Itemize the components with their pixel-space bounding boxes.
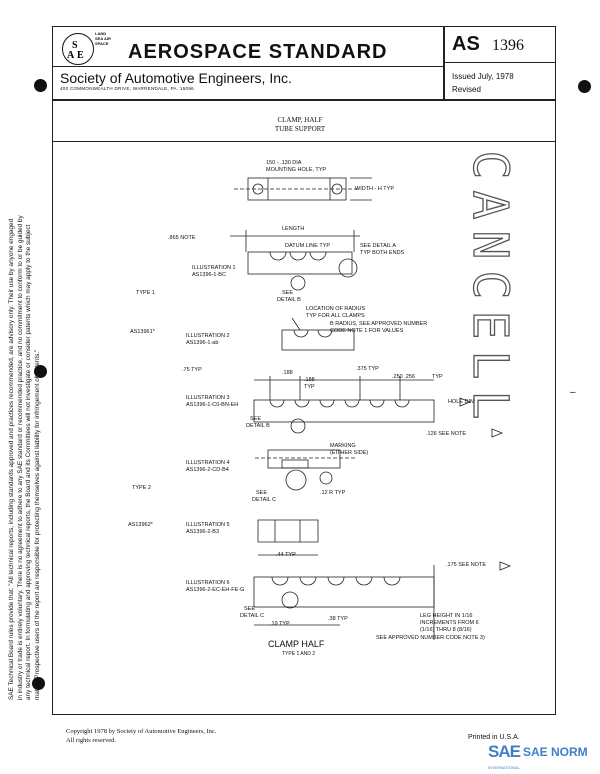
revised-label: Revised <box>452 85 481 94</box>
dim-label: .12 R TYP <box>320 490 346 496</box>
dim-label: SEE APPROVED NUMBER CODE NOTE 3) <box>376 635 485 641</box>
dim-label: DATUM LINE TYP <box>285 243 331 249</box>
dim-label: DETAIL B <box>277 297 301 303</box>
subtitle-line-2: TUBE SUPPORT <box>274 125 326 133</box>
dim-label: .865 NOTE <box>168 235 196 241</box>
dim-label: LENGTH <box>282 226 305 232</box>
subtitle-divider <box>52 141 556 142</box>
type-label: TYPE 1 <box>136 290 155 296</box>
dim-label: .38 TYP <box>328 616 348 622</box>
dim-label: 150 - .130 DIA <box>266 160 302 166</box>
copyright-line-2: All rights reserved. <box>66 737 117 744</box>
header-divider <box>52 99 556 101</box>
illustration-label: ILLUSTRATION 1 <box>192 265 236 271</box>
dim-label: (1/16) THRU 8 (8/16) <box>420 627 472 633</box>
printed-in: Printed in U.S.A. <box>468 734 520 741</box>
dim-label: SEE <box>282 290 294 296</box>
svg-text:A: A <box>67 50 75 61</box>
dim-label: SEE <box>256 490 268 496</box>
dim-label: MARKING <box>330 443 356 449</box>
dim-label: MOUNTING HOLE, TYP <box>266 167 327 173</box>
margin-mark: – <box>570 387 576 398</box>
dim-label: TYP FOR ALL CLAMPS <box>306 313 365 319</box>
dim-label: .75 TYP <box>182 367 202 373</box>
illustration-code: AS1396-1-BC <box>192 272 226 278</box>
dim-label: .188 <box>304 377 315 383</box>
svg-text:E: E <box>77 50 84 61</box>
dim-label: .19 TYP <box>270 621 290 627</box>
document-title: AEROSPACE STANDARD <box>128 41 388 63</box>
organization-address: 400 COMMONWEALTH DRIVE, WARRENDALE, PA. … <box>60 86 194 91</box>
dim-label: DETAIL C <box>240 613 265 619</box>
dim-label: TYP <box>432 374 443 380</box>
document-frame <box>52 26 556 715</box>
subtitle-line-1: CLAMP, HALF <box>277 116 323 124</box>
drawing-caption-sub: TYPE 1 AND 2 <box>282 651 316 657</box>
dim-label: B RADIUS, SEE APPROVED NUMBER <box>330 321 428 327</box>
illustration-code: AS1396-2-EC-EH-FE-G <box>186 587 245 593</box>
organization-name: Society of Automotive Engineers, Inc. <box>60 70 292 86</box>
dim-label: .175 SEE NOTE <box>446 562 487 568</box>
dim-label: LOCATION OF RADIUS <box>306 306 366 312</box>
illustration-code: AS1396-2-CD-B4 <box>186 467 229 473</box>
dim-label: .44 TYP <box>276 552 296 558</box>
dim-label: LEG HEIGHT IN 1/16 <box>420 613 473 619</box>
illustration-code: AS1396-1-ab <box>186 340 219 346</box>
dim-label: WIDTH - H TYP <box>355 186 395 192</box>
dim-label: TYP <box>304 384 315 390</box>
dim-label: (EITHER SIDE) <box>330 450 369 456</box>
illustration-label: ILLUSTRATION 2 <box>186 333 230 339</box>
issued-date: Issued July, 1978 <box>452 72 514 81</box>
illustration-code: AS1396-2-B3 <box>186 529 220 535</box>
dim-label: HOLE DIM <box>448 399 475 405</box>
dim-label: SEE <box>250 416 262 422</box>
illustration-label: ILLUSTRATION 3 <box>186 395 230 401</box>
dim-label: CODE NOTE 1 FOR VALUES <box>330 328 404 334</box>
dim-label: TYP BOTH ENDS <box>360 250 405 256</box>
drawing-caption: CLAMP HALF <box>268 639 325 649</box>
dim-label: .250 .256 <box>392 374 415 380</box>
dim-label: .126 SEE NOTE <box>426 431 467 437</box>
dim-label: .375 TYP <box>356 366 379 372</box>
type-label: TYPE 2 <box>132 485 151 491</box>
illustration-label: ILLUSTRATION 6 <box>186 580 230 586</box>
sae-logo: S A E <box>62 33 94 65</box>
dim-label: SEE DETAIL A <box>360 243 397 249</box>
watermark-logo: SAE <box>488 742 521 761</box>
part-number: AS13961* <box>130 329 155 335</box>
illustration-label: ILLUSTRATION 5 <box>186 522 230 528</box>
watermark-sub: INTERNATIONAL <box>488 765 520 770</box>
part-number: AS13962* <box>128 522 153 528</box>
punch-hole <box>32 677 45 690</box>
copyright-line-1: Copyright 1978 by Society of Automotive … <box>66 728 217 735</box>
illustration-label: ILLUSTRATION 4 <box>186 460 230 466</box>
dim-label: SEE <box>244 606 256 612</box>
logo-caption: LAND SEA AIR SPACE <box>95 31 111 46</box>
dim-label: DETAIL C <box>252 497 277 503</box>
watermark-text: SAE NORM <box>523 745 588 759</box>
svg-text:S: S <box>72 40 78 51</box>
standard-prefix: AS <box>452 33 480 55</box>
standard-number: 1396 <box>492 37 524 54</box>
header-divider-right <box>443 62 555 64</box>
illustration-code: AS1396-1-C0-BN-EH <box>186 402 239 408</box>
dim-label: INCREMENTS FROM 6 <box>420 620 479 626</box>
dim-label: .188 <box>282 370 293 376</box>
punch-hole <box>34 79 47 92</box>
punch-hole <box>34 365 47 378</box>
dim-label: DETAIL B <box>246 423 270 429</box>
header-divider-left <box>52 66 443 68</box>
punch-hole <box>578 80 591 93</box>
